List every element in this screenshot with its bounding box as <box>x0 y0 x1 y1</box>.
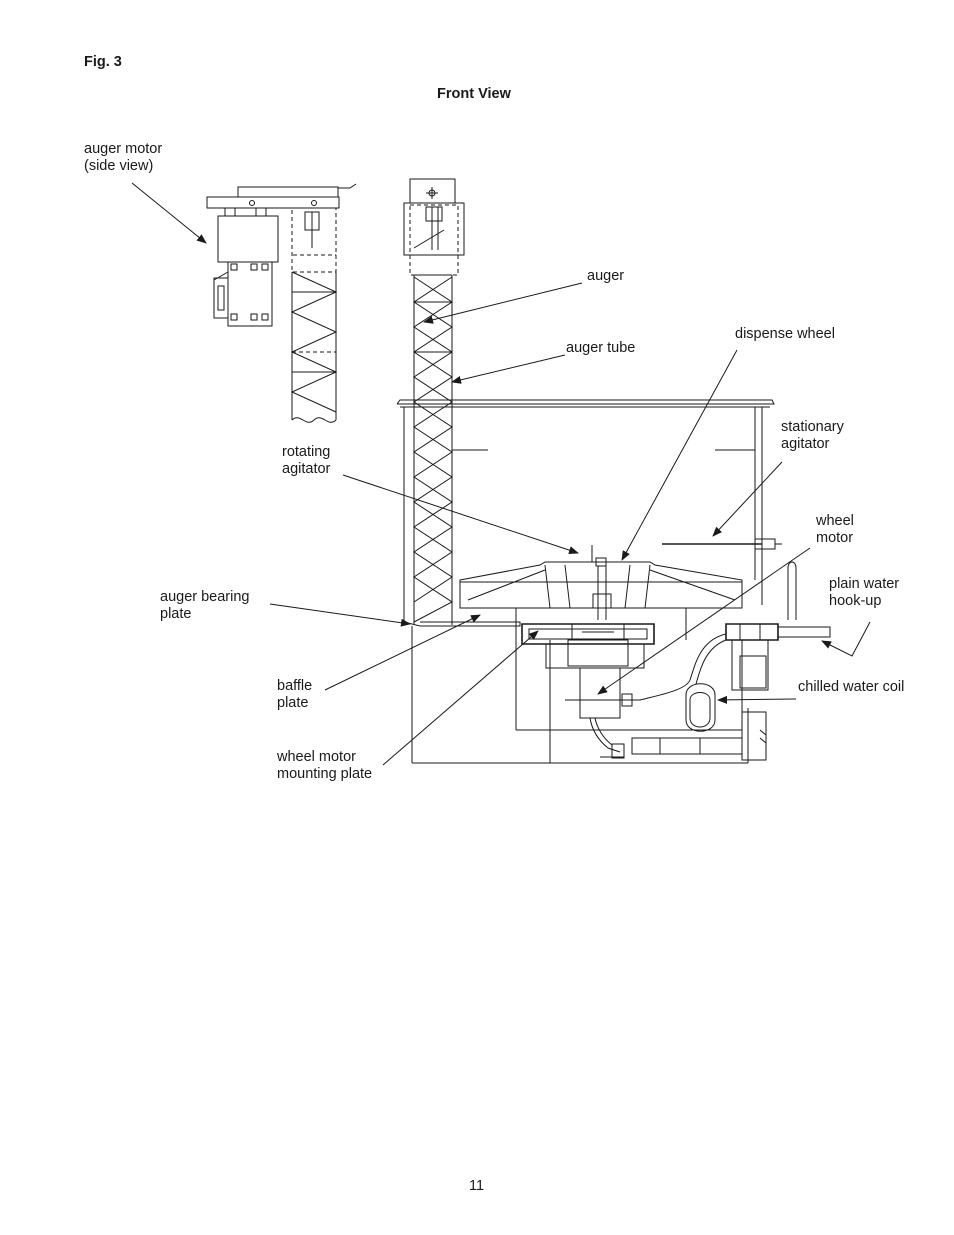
callout-auger-bearing-plate: auger bearing plate <box>160 589 250 622</box>
water-connections <box>632 562 830 760</box>
figure-label: Fig. 3 <box>84 54 122 70</box>
callout-stationary-agitator: stationary agitator <box>781 419 844 452</box>
callout-wheel-motor-mounting-plate: wheel motor mounting plate <box>277 749 373 782</box>
view-title: Front View <box>437 86 511 102</box>
page-number: 11 <box>469 1178 485 1194</box>
callout-auger-motor: auger motor (side view) <box>84 141 163 174</box>
leader-lines <box>132 183 870 765</box>
auger-assembly <box>404 179 464 625</box>
dispense-wheel <box>460 545 742 620</box>
callout-auger-tube: auger tube <box>566 340 636 356</box>
callout-baffle-plate: baffle plate <box>277 678 313 711</box>
callout-rotating-agitator: rotating agitator <box>282 444 331 477</box>
callout-chilled-water-coil: chilled water coil <box>798 679 905 695</box>
callout-plain-water-hookup: plain water hook-up <box>829 576 900 609</box>
callout-wheel-motor: wheel motor <box>816 513 854 546</box>
auger-motor-side-view <box>207 184 356 422</box>
callout-auger: auger <box>587 268 625 284</box>
callout-dispense-wheel: dispense wheel <box>735 326 835 342</box>
